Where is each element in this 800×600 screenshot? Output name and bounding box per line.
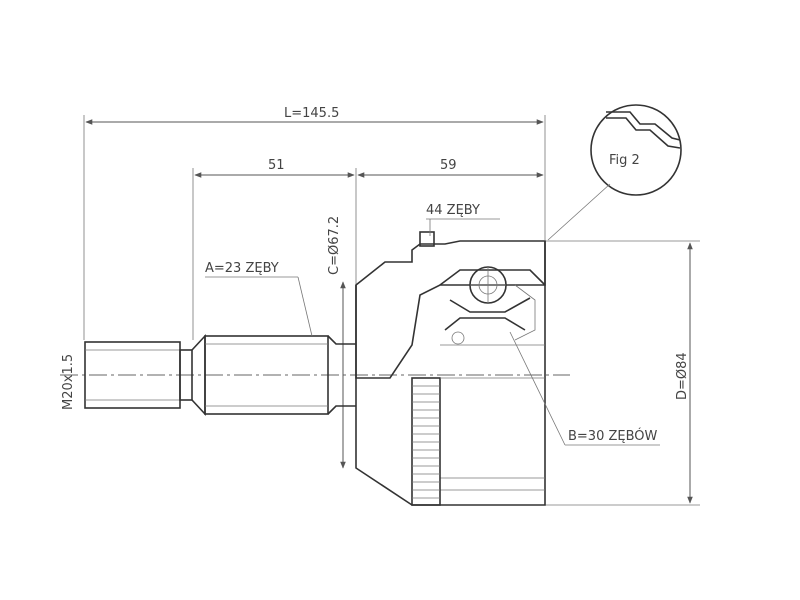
callout-abs-teeth: 44 ZĘBY <box>426 203 500 236</box>
dimension-bell-section: 59 <box>357 158 544 178</box>
detail-fig2-label: Fig 2 <box>609 153 640 168</box>
inner-spline-label: B=30 ZĘBÓW <box>568 428 658 444</box>
bell-housing <box>355 231 546 506</box>
callout-inner-spline: B=30 ZĘBÓW <box>509 331 660 446</box>
callout-outer-spline: A=23 ZĘBY <box>205 261 313 337</box>
abs-tone-ring <box>411 377 441 506</box>
thread-label: M20x1.5 <box>61 354 76 410</box>
dimension-outer-diameter: D=Ø84 <box>545 240 700 506</box>
shaft <box>84 333 356 417</box>
outer-spline-label: A=23 ZĘBY <box>205 261 279 276</box>
outer-diameter-label: D=Ø84 <box>675 352 690 400</box>
bell-section-label: 59 <box>440 158 457 173</box>
dimension-overall-length: L=145.5 <box>83 106 546 340</box>
spline-section-label: 51 <box>268 158 285 173</box>
abs-teeth-label: 44 ZĘBY <box>426 203 480 218</box>
dimension-seal-diameter: C=Ø67.2 <box>327 216 346 469</box>
overall-length-label: L=145.5 <box>284 106 339 121</box>
dimension-spline-section: 51 <box>192 158 357 340</box>
seal-diameter-label: C=Ø67.2 <box>327 216 342 275</box>
ball-cage <box>439 266 546 379</box>
detail-fig2: Fig 2 <box>547 104 682 241</box>
